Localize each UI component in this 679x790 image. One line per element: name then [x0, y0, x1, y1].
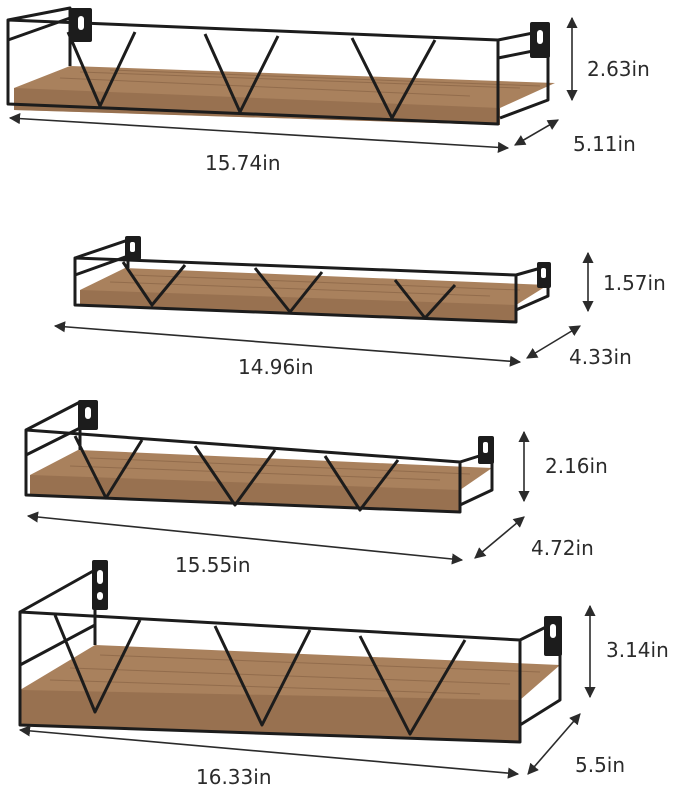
shelf-1-depth-label: 5.11in — [573, 132, 636, 156]
shelf-3-depth-arrow — [474, 516, 525, 559]
shelf-2-length-label: 14.96in — [238, 355, 314, 379]
shelf-2-depth-label: 4.33in — [569, 345, 632, 369]
shelf-2-length-arrow — [53, 321, 522, 367]
shelf-4-height-label: 3.14in — [606, 638, 669, 662]
shelf-4-length-arrow — [18, 725, 520, 779]
shelf-1: 15.74in 5.11in 2.63in — [6, 6, 650, 175]
shelf-2: 14.96in 4.33in 1.57in — [53, 236, 666, 379]
shelf-1-depth-arrow — [514, 119, 559, 146]
shelf-2-height-label: 1.57in — [603, 271, 666, 295]
shelf-1-bracket-left — [70, 8, 92, 42]
shelf-3-height-label: 2.16in — [545, 454, 608, 478]
shelf-4-bracket-left — [92, 560, 108, 610]
shelf-4-length-label: 16.33in — [196, 765, 272, 789]
shelf-4-bracket-right — [544, 616, 562, 656]
shelf-2-bracket-right — [537, 262, 551, 288]
shelf-2-depth-arrow — [526, 325, 581, 359]
shelf-4: 16.33in 5.5in 3.14in — [18, 560, 669, 789]
shelf-1-length-arrow — [8, 113, 510, 153]
shelf-3: 15.55in 4.72in 2.16in — [24, 400, 608, 577]
shelf-1-length-label: 15.74in — [205, 151, 281, 175]
shelf-3-length-label: 15.55in — [175, 553, 251, 577]
shelf-1-bracket-right — [530, 22, 550, 58]
shelf-3-bracket-right — [478, 436, 494, 464]
shelf-1-height-label: 2.63in — [587, 57, 650, 81]
shelf-4-depth-label: 5.5in — [575, 753, 625, 777]
shelf-2-bracket-left — [125, 236, 141, 260]
shelf-3-bracket-left — [78, 400, 98, 430]
shelf-3-depth-label: 4.72in — [531, 536, 594, 560]
shelf-4-depth-arrow — [527, 713, 581, 775]
shelf-3-length-arrow — [26, 511, 464, 565]
